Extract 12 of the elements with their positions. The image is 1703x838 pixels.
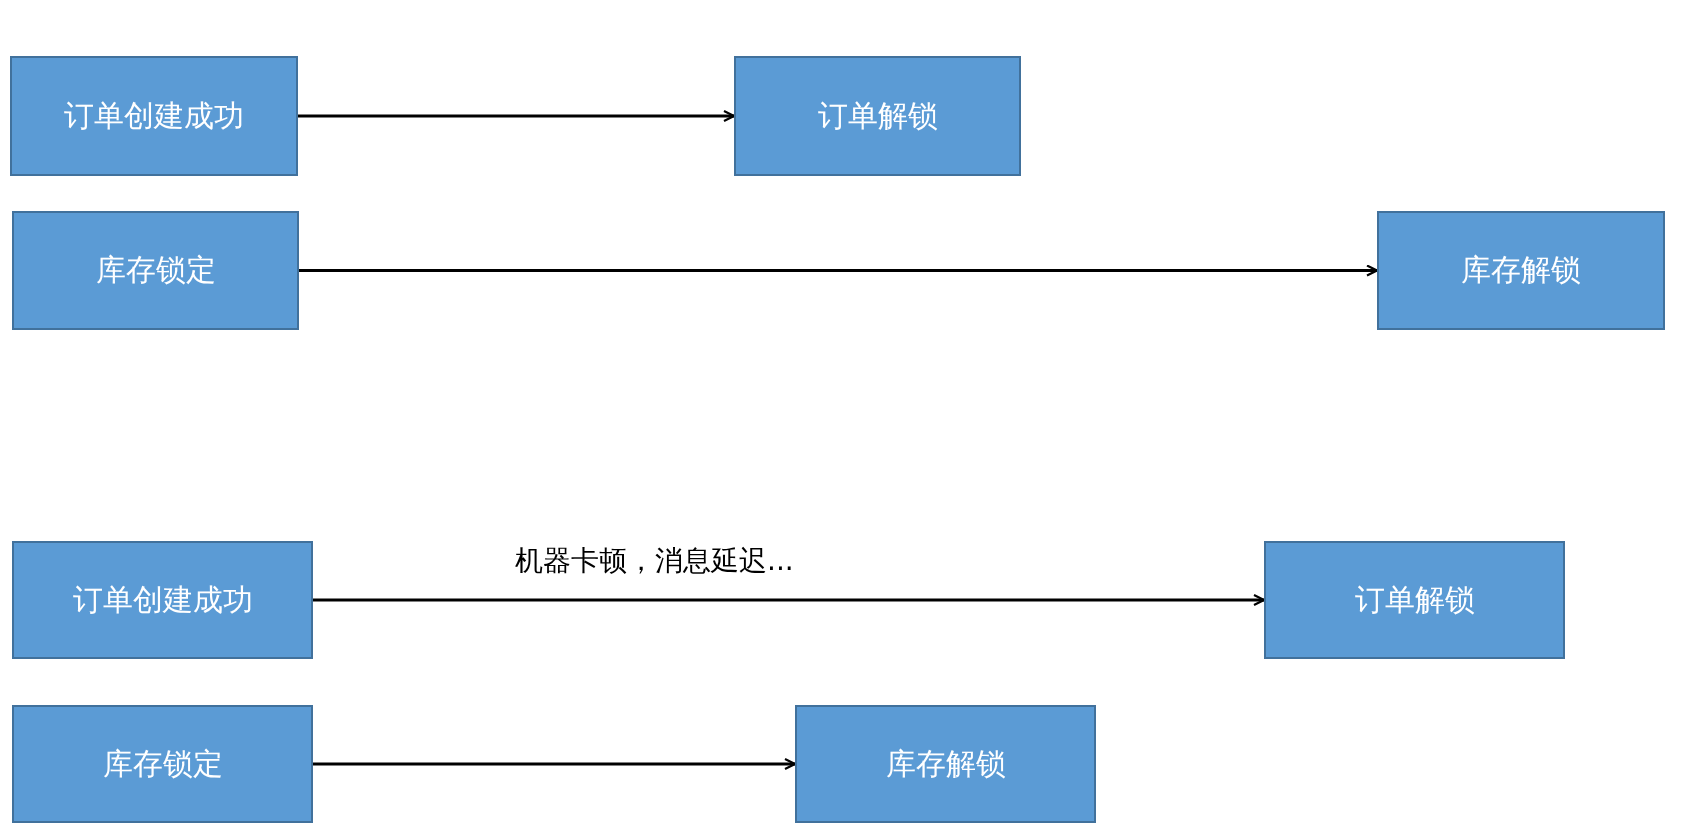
arrow: [298, 109, 736, 123]
process-box: 库存锁定: [12, 705, 313, 823]
process-box: 库存解锁: [1377, 211, 1665, 330]
process-box: 订单解锁: [1264, 541, 1565, 659]
arrow: [299, 264, 1379, 277]
process-box: 订单创建成功: [10, 56, 298, 176]
process-box: 库存解锁: [795, 705, 1096, 823]
arrow: [313, 757, 797, 771]
process-box: 订单创建成功: [12, 541, 313, 659]
process-box: 库存锁定: [12, 211, 299, 330]
process-box: 订单解锁: [734, 56, 1021, 176]
arrow: [313, 593, 1266, 607]
